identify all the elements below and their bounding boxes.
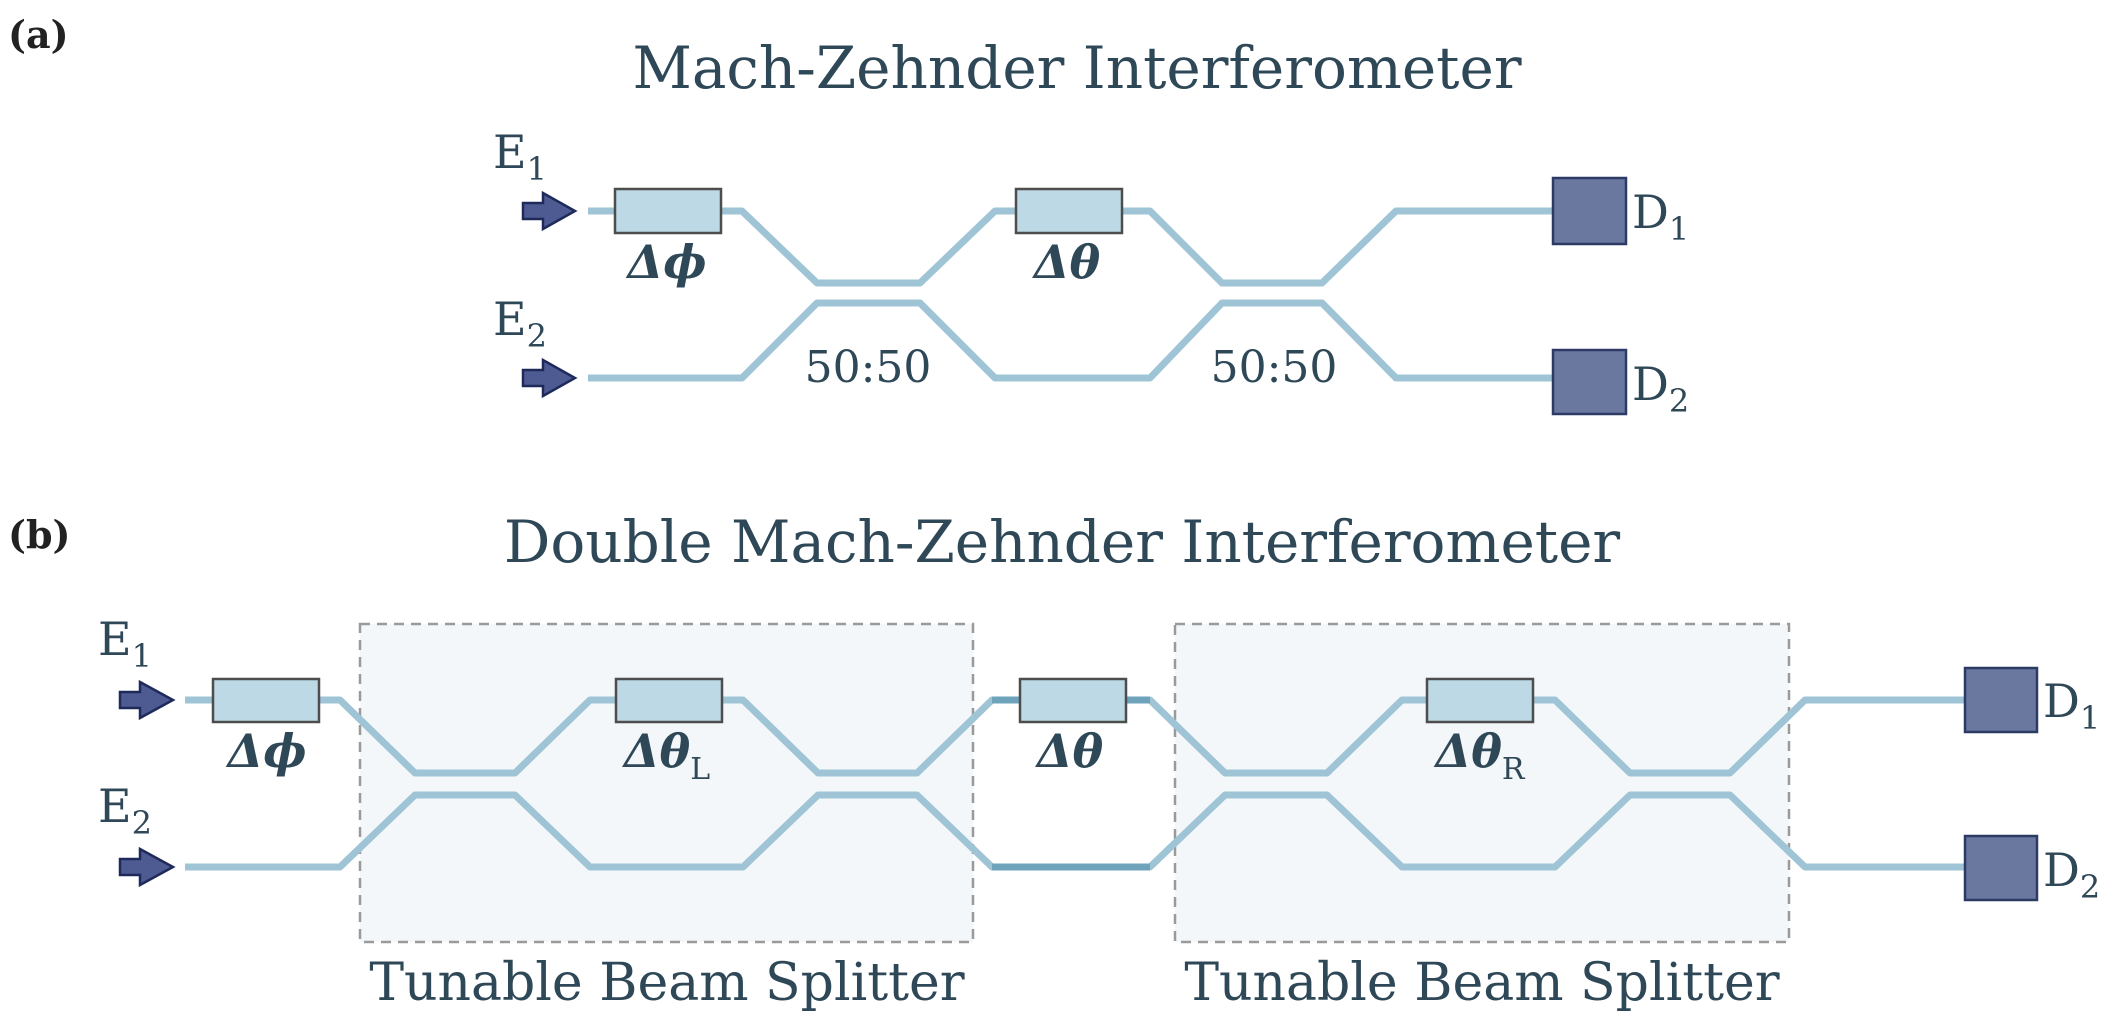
phase-shifter-box bbox=[613, 187, 723, 235]
tunable-beam-splitter-left-label: Tunable Beam Splitter bbox=[369, 953, 964, 1013]
detector-box bbox=[1963, 666, 2039, 734]
panel-a-title: Mach-Zehnder Interferometer bbox=[632, 34, 1521, 102]
phase-label: Δϕ bbox=[626, 235, 707, 289]
panel-a-input-2: E2 bbox=[493, 292, 578, 399]
panel-a: (a) Mach-Zehnder Interferometer E1 E2 Δϕ… bbox=[8, 12, 1689, 420]
input-label: E1 bbox=[98, 612, 152, 675]
panel-b-phase-shifter-theta-l: ΔθL bbox=[614, 677, 724, 787]
phase-shifter-box bbox=[614, 677, 724, 724]
phase-label: ΔθR bbox=[1434, 724, 1526, 787]
input-arrow-icon bbox=[118, 679, 176, 721]
panel-a-detector-1: D1 bbox=[1551, 176, 1689, 248]
detector-box bbox=[1551, 348, 1628, 416]
input-label: E2 bbox=[98, 779, 152, 842]
detector-box bbox=[1963, 834, 2039, 902]
detector-label: D1 bbox=[2043, 674, 2100, 737]
panel-a-detector-2: D2 bbox=[1551, 348, 1689, 420]
input-label: E1 bbox=[493, 125, 547, 188]
splitter-ratio-label: 50:50 bbox=[1211, 342, 1338, 393]
phase-shifter-box bbox=[1018, 677, 1128, 724]
splitter-ratio-label: 50:50 bbox=[805, 342, 932, 393]
input-arrow-icon bbox=[521, 190, 578, 232]
detector-box bbox=[1551, 176, 1628, 246]
panel-a-phase-shifter-phi: Δϕ bbox=[613, 187, 723, 289]
panel-b-phase-shifter-theta-r: ΔθR bbox=[1425, 677, 1535, 787]
panel-a-tag: (a) bbox=[8, 12, 69, 57]
panel-b: (b) Double Mach-Zehnder Interferometer E… bbox=[8, 508, 2100, 1013]
panel-b-phase-shifter-phi: Δϕ bbox=[211, 677, 321, 778]
input-label: E2 bbox=[493, 292, 547, 355]
tunable-beam-splitter-right-label: Tunable Beam Splitter bbox=[1184, 953, 1779, 1013]
phase-shifter-box bbox=[1014, 187, 1124, 235]
detector-label: D1 bbox=[1632, 185, 1689, 248]
panel-b-input-2: E2 bbox=[98, 779, 176, 888]
panel-a-phase-shifter-theta: Δθ bbox=[1014, 187, 1124, 289]
phase-label: Δθ bbox=[1035, 724, 1104, 778]
phase-label: Δϕ bbox=[226, 724, 307, 778]
panel-a-lower-waveguide bbox=[588, 299, 1556, 382]
panel-a-input-1: E1 bbox=[493, 125, 578, 232]
panel-b-tag: (b) bbox=[8, 512, 71, 557]
input-arrow-icon bbox=[521, 357, 578, 399]
tunable-beam-splitter-right-box bbox=[1173, 622, 1791, 944]
panel-b-input-1: E1 bbox=[98, 612, 176, 721]
phase-shifter-box bbox=[211, 677, 321, 724]
detector-label: D2 bbox=[1632, 357, 1689, 420]
panel-b-detector-2: D2 bbox=[1963, 834, 2100, 906]
panel-b-detector-1: D1 bbox=[1963, 666, 2100, 737]
phase-label: ΔθL bbox=[622, 724, 710, 787]
input-arrow-icon bbox=[118, 846, 176, 888]
panel-b-title: Double Mach-Zehnder Interferometer bbox=[504, 508, 1621, 576]
phase-shifter-box bbox=[1425, 677, 1535, 724]
panel-b-phase-shifter-theta: Δθ bbox=[1018, 677, 1128, 778]
phase-label: Δθ bbox=[1032, 235, 1101, 289]
detector-label: D2 bbox=[2043, 843, 2100, 906]
tunable-beam-splitter-left-box bbox=[358, 622, 975, 944]
